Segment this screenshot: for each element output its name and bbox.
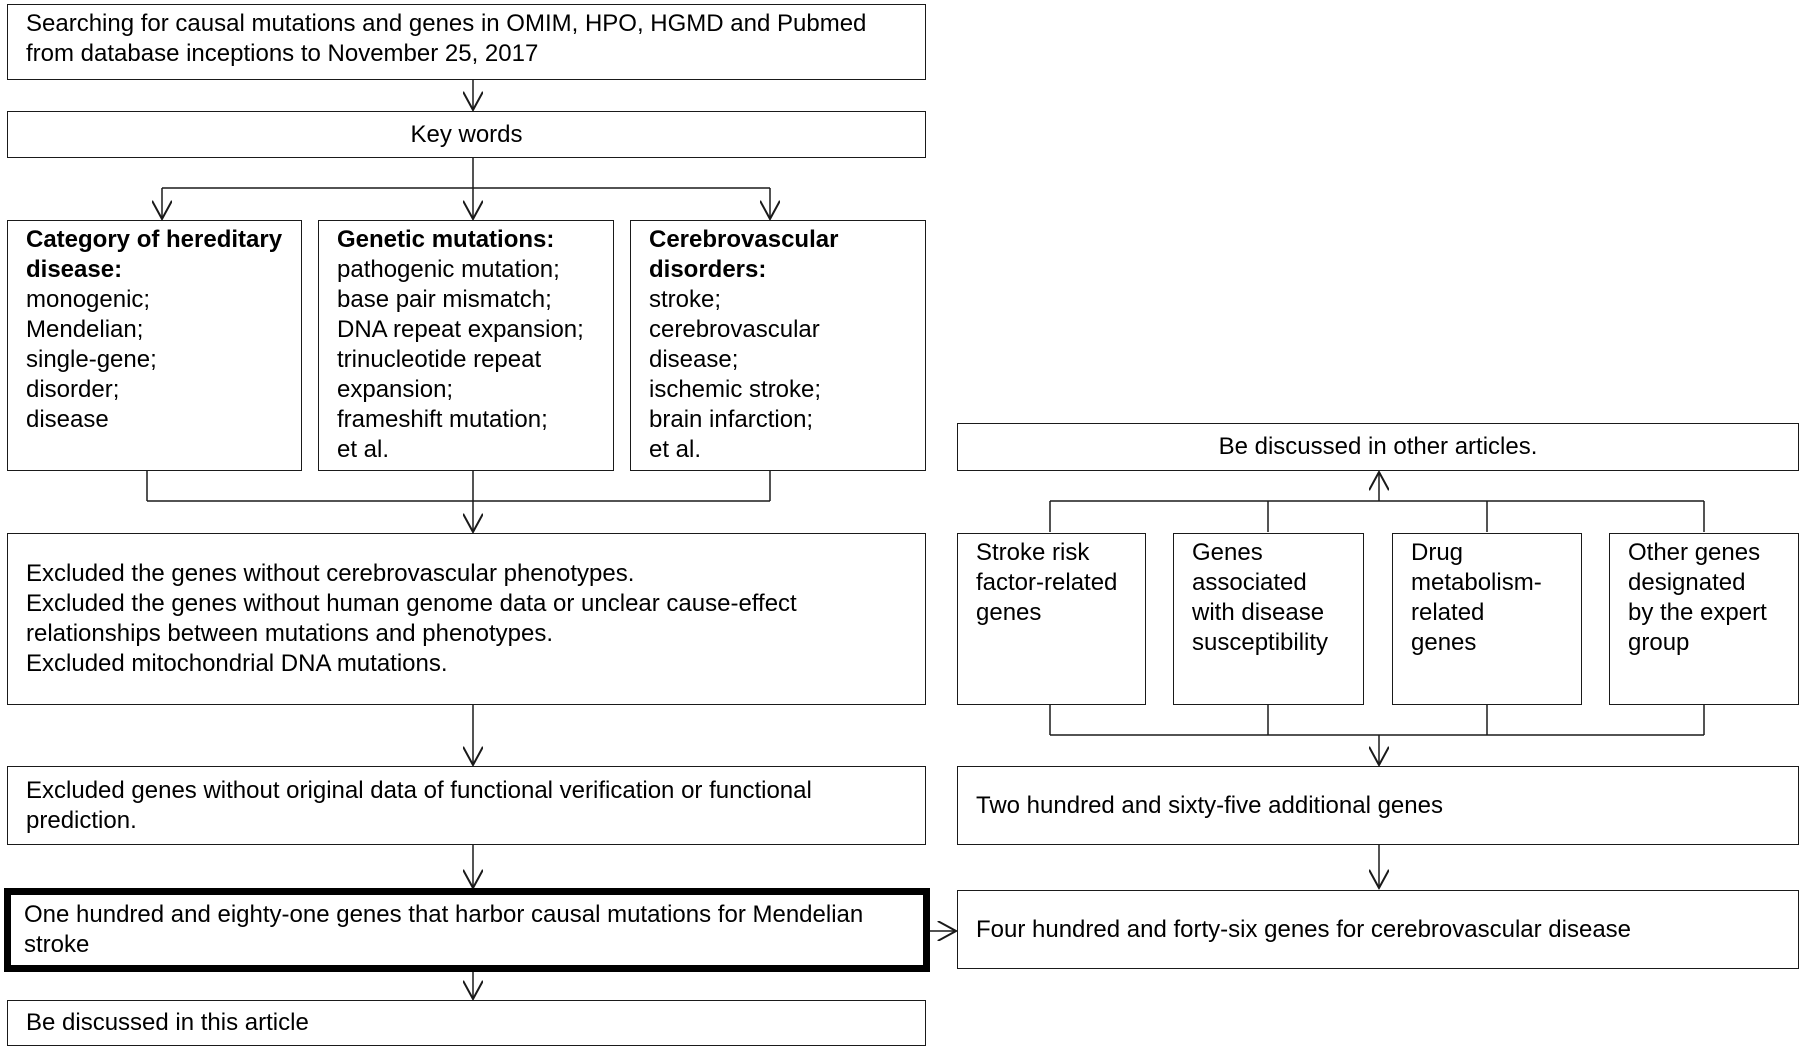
mendelian-line: One hundred and eighty-one genes that ha…	[24, 901, 864, 928]
gene-group-expert-designated: Other genes designated by the expert gro…	[1609, 533, 1799, 705]
gene-group-line: Drug	[1411, 539, 1464, 566]
gene-group-line: factor-related	[976, 569, 1118, 596]
category-item: et al.	[337, 436, 390, 463]
gene-group-line: group	[1628, 629, 1690, 656]
category-item: base pair mismatch;	[337, 286, 552, 313]
additional-genes-box: Two hundred and sixty-five additional ge…	[957, 766, 1799, 845]
category-item: pathogenic mutation;	[337, 256, 560, 283]
exclusion-line: prediction.	[26, 806, 137, 834]
gene-group-stroke-risk: Stroke risk factor-related genes	[957, 533, 1146, 705]
search-box-line-2: from database inceptions to November 25,…	[26, 40, 539, 67]
exclusion-line: Excluded genes without original data of …	[26, 776, 812, 804]
category-item: expansion;	[337, 376, 454, 403]
gene-group-line: designated	[1628, 569, 1746, 596]
category-heading-line: Category of hereditary	[26, 226, 283, 253]
gene-group-line: Stroke risk	[976, 539, 1090, 566]
gene-group-line: susceptibility	[1192, 629, 1329, 656]
mendelian-stroke-genes-box: One hundred and eighty-one genes that ha…	[4, 888, 930, 972]
gene-group-line: genes	[1411, 629, 1477, 656]
exclusion-line: Excluded the genes without cerebrovascul…	[26, 560, 635, 587]
keywords-box: Key words	[7, 111, 926, 158]
category-item: disease;	[649, 346, 739, 373]
exclusion-line: relationships between mutations and phen…	[26, 620, 554, 647]
genetic-mutations-box: Genetic mutations: pathogenic mutation; …	[318, 220, 614, 471]
category-item: trinucleotide repeat	[337, 346, 542, 373]
other-articles-label: Be discussed in other articles.	[1218, 433, 1538, 460]
other-articles-box: Be discussed in other articles.	[957, 423, 1799, 471]
search-box: Searching for causal mutations and genes…	[7, 4, 926, 80]
keywords-label: Key words	[410, 120, 523, 148]
total-genes-box: Four hundred and forty-six genes for cer…	[957, 890, 1799, 969]
category-heading-line: Genetic mutations:	[337, 226, 555, 253]
category-hereditary-box: Category of hereditary disease: monogeni…	[7, 220, 302, 471]
mendelian-line: stroke	[24, 931, 90, 958]
functional-exclusion-box: Excluded genes without original data of …	[7, 766, 926, 845]
total-genes-label: Four hundred and forty-six genes for cer…	[976, 915, 1632, 943]
search-box-line-1: Searching for causal mutations and genes…	[26, 10, 867, 37]
category-item: disorder;	[26, 376, 120, 403]
this-article-label: Be discussed in this article	[26, 1009, 309, 1036]
category-item: et al.	[649, 436, 702, 463]
additional-genes-label: Two hundred and sixty-five additional ge…	[976, 791, 1443, 819]
gene-group-line: Genes	[1192, 539, 1263, 566]
gene-group-line: with disease	[1192, 599, 1325, 626]
category-item: stroke;	[649, 286, 722, 313]
gene-group-line: related	[1411, 599, 1485, 626]
this-article-box: Be discussed in this article	[7, 1000, 926, 1046]
gene-group-susceptibility: Genes associated with disease susceptibi…	[1173, 533, 1364, 705]
exclusion-criteria-box: Excluded the genes without cerebrovascul…	[7, 533, 926, 705]
category-item: cerebrovascular	[649, 316, 820, 343]
gene-group-line: metabolism-	[1411, 569, 1542, 596]
category-item: Mendelian;	[26, 316, 144, 343]
category-heading-line: disease:	[26, 256, 123, 283]
gene-group-line: genes	[976, 599, 1042, 626]
category-heading-line: Cerebrovascular	[649, 226, 839, 253]
category-item: frameshift mutation;	[337, 406, 548, 433]
cerebrovascular-disorders-box: Cerebrovascular disorders: stroke; cereb…	[630, 220, 926, 471]
category-item: single-gene;	[26, 346, 157, 373]
gene-group-line: by the expert	[1628, 599, 1767, 626]
exclusion-line: Excluded mitochondrial DNA mutations.	[26, 650, 448, 677]
category-item: disease	[26, 406, 109, 433]
category-item: brain infarction;	[649, 406, 814, 433]
gene-group-line: Other genes	[1628, 539, 1761, 566]
exclusion-line: Excluded the genes without human genome …	[26, 590, 797, 617]
category-item: monogenic;	[26, 286, 151, 313]
gene-group-drug-metabolism: Drug metabolism- related genes	[1392, 533, 1582, 705]
gene-group-line: associated	[1192, 569, 1307, 596]
category-item: DNA repeat expansion;	[337, 316, 584, 343]
category-item: ischemic stroke;	[649, 376, 822, 403]
category-heading-line: disorders:	[649, 256, 767, 283]
